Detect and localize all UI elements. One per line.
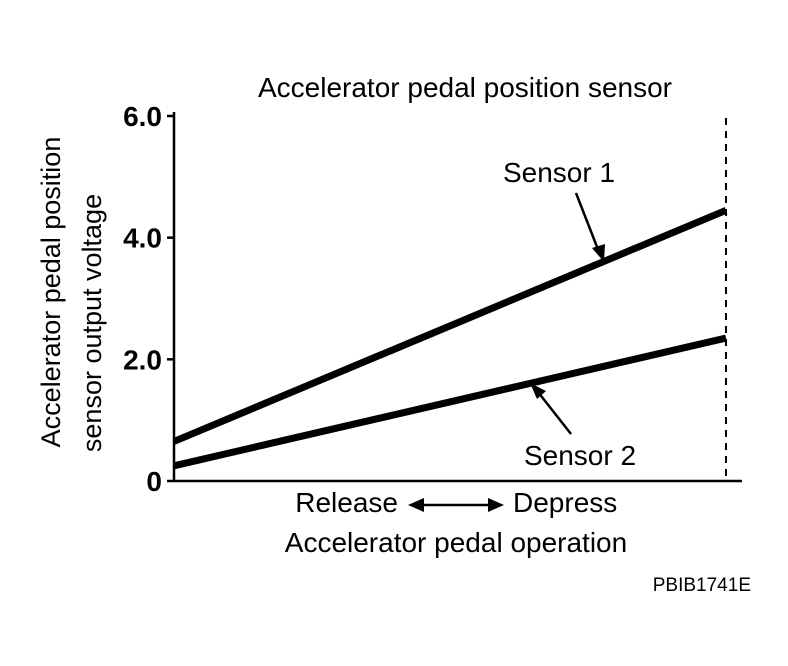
series-line-sensor-1 [172,207,728,445]
x-right-label: Depress [513,487,617,518]
double-arrow [408,498,504,512]
sensor-1-pointer-arrowhead [592,244,605,262]
y-tick-label: 2.0 [123,344,162,375]
series-label-sensor-2: Sensor 2 [524,440,636,471]
double-arrow-left-head [408,498,424,512]
x-left-label: Release [295,487,398,518]
series-line-sensor-2 [173,334,727,470]
sensor-1-pointer-line [574,192,601,253]
y-axis-label-line-1: Accelerator pedal position [36,137,66,448]
x-axis-label: Accelerator pedal operation [285,527,627,558]
series-label-sensor-1: Sensor 1 [503,157,615,188]
y-axis-label-line-2: sensor output voltage [77,194,107,452]
y-tick-label: 4.0 [123,223,162,254]
y-axis-label: Accelerator pedal position sensor output… [36,137,107,452]
double-arrow-right-head [488,498,504,512]
y-tick-label: 6.0 [123,101,162,132]
figure-id: PBIB1741E [653,575,751,596]
chart-title: Accelerator pedal position sensor [258,72,672,103]
sensor-2-pointer-line [537,391,572,435]
y-axis-ticks: 0 2.0 4.0 6.0 [123,101,174,497]
sensor-2-pointer-arrowhead [530,383,546,399]
y-tick-label: 0 [146,466,162,497]
